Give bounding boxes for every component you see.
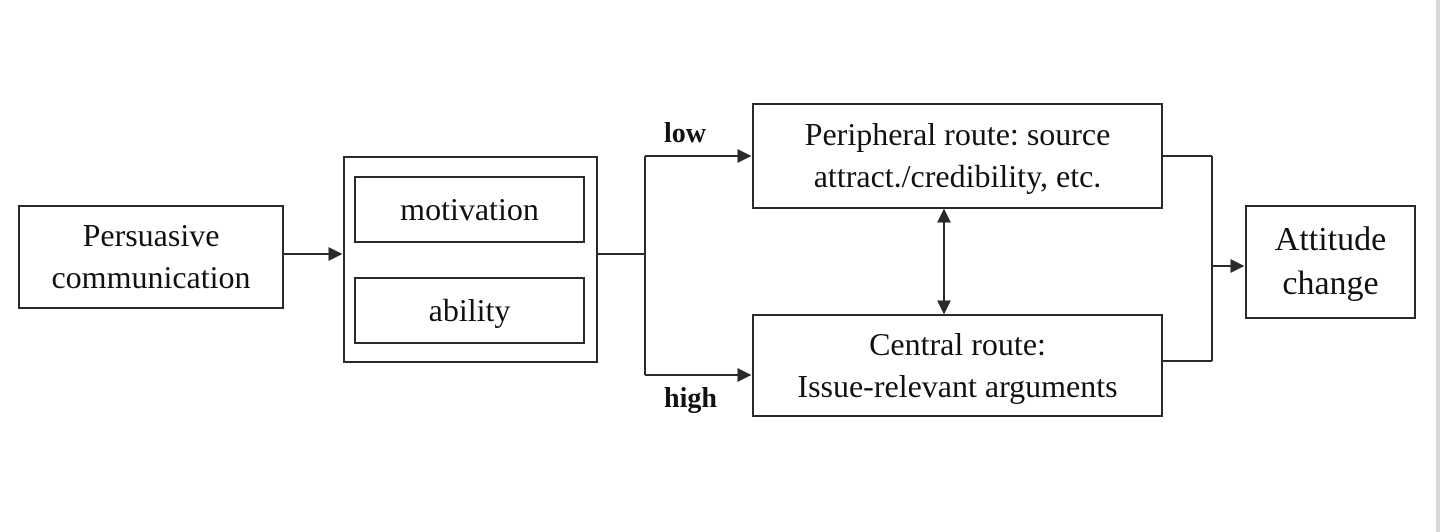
attitude-change-line-2: change bbox=[1282, 265, 1379, 302]
ability-label: ability bbox=[428, 291, 511, 328]
peripheral-route-line-1: Peripheral route: source bbox=[804, 116, 1111, 153]
ability-box: ability bbox=[354, 277, 585, 344]
central-route-line-2: Issue-relevant arguments bbox=[797, 367, 1118, 404]
low-label: low bbox=[664, 118, 706, 149]
peripheral-route-line-2: attract./credibility, etc. bbox=[813, 158, 1102, 194]
motivation-box: motivation bbox=[354, 176, 585, 243]
attitude-change-box: Attitude change bbox=[1245, 205, 1416, 319]
motivation-label: motivation bbox=[400, 190, 539, 227]
attitude-change-line-1: Attitude bbox=[1274, 220, 1387, 258]
high-label: high bbox=[664, 383, 717, 414]
persuasive-communication-box: Persuasive communication bbox=[18, 205, 284, 309]
central-route-box: Central route: Issue-relevant arguments bbox=[752, 314, 1163, 417]
persuasive-communication-line-2: communication bbox=[51, 259, 251, 295]
persuasive-communication-line-1: Persuasive bbox=[82, 217, 220, 254]
central-route-line-1: Central route: bbox=[869, 325, 1046, 362]
peripheral-route-box: Peripheral route: source attract./credib… bbox=[752, 103, 1163, 209]
image-border bbox=[1436, 0, 1440, 532]
